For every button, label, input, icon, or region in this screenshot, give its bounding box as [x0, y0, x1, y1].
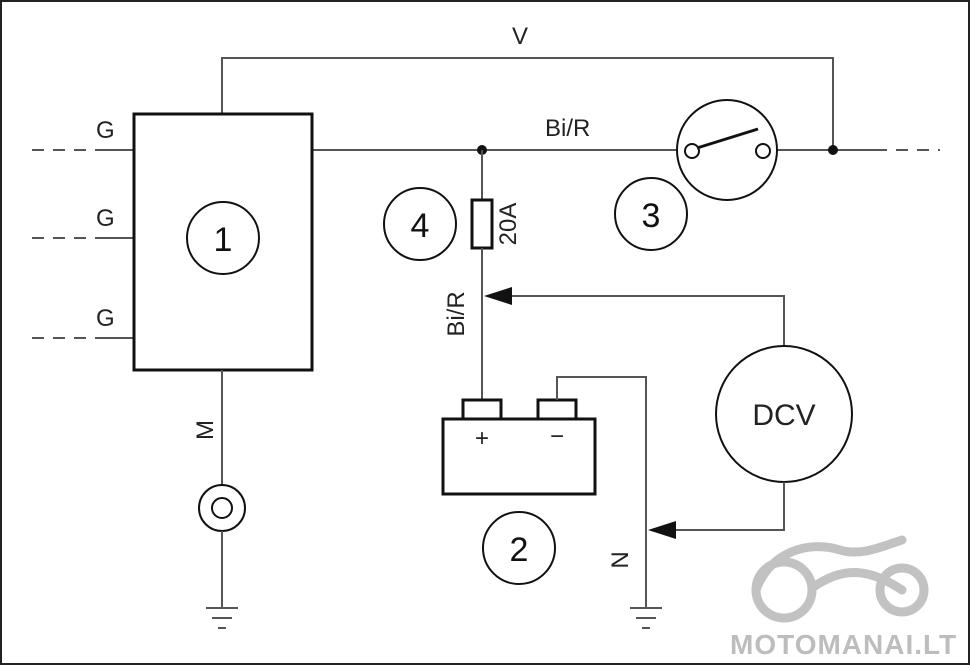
- ground-symbol-right: [630, 607, 662, 629]
- battery-minus-sign: −: [550, 423, 564, 450]
- fuse-body: [470, 198, 494, 250]
- switch-number: 3: [642, 197, 661, 235]
- label-g1: G: [96, 117, 115, 144]
- battery-terminal-plus: [461, 398, 503, 421]
- ground-symbol-left: [206, 607, 238, 629]
- battery-number: 2: [510, 531, 529, 569]
- switch-contact-right: [755, 143, 771, 159]
- switch-contact-left: [684, 143, 700, 159]
- fuse-rating: 20A: [495, 203, 522, 246]
- watermark-motorcycle-logo: [751, 535, 929, 623]
- battery-number-circle: [482, 511, 556, 585]
- label-wire-bi-r-main: Bi/R: [545, 115, 590, 142]
- probe-arrow-negative: [648, 521, 676, 539]
- fuse-number: 4: [411, 207, 430, 245]
- junction-right: [828, 145, 838, 155]
- battery-body: [441, 417, 597, 496]
- label-wire-v: V: [512, 23, 528, 50]
- wire-meter-positive: [502, 295, 785, 348]
- label-ground-left: M: [192, 420, 219, 440]
- fuse-number-circle: [383, 187, 457, 261]
- label-wire-bi-r-vertical: Bi/R: [443, 291, 470, 336]
- label-ground-right: N: [607, 551, 634, 568]
- probe-arrow-positive: [484, 287, 512, 305]
- switch-body: [676, 99, 778, 201]
- wire-v: [221, 57, 834, 150]
- battery-plus-sign: +: [475, 425, 489, 452]
- wire-meter-negative: [666, 482, 785, 531]
- meter-label: DCV: [752, 399, 815, 432]
- battery-terminal-minus: [536, 398, 578, 421]
- connector-inner: [211, 497, 233, 519]
- switch-lever: [696, 127, 759, 150]
- wire-negative: [556, 376, 647, 608]
- label-g2: G: [96, 205, 115, 232]
- regulator-number-circle: [186, 201, 260, 275]
- label-g3: G: [96, 305, 115, 332]
- regulator-number: 1: [214, 221, 233, 259]
- watermark-text: MOTOMANAI.LT: [730, 629, 957, 660]
- switch-number-circle: [614, 177, 688, 251]
